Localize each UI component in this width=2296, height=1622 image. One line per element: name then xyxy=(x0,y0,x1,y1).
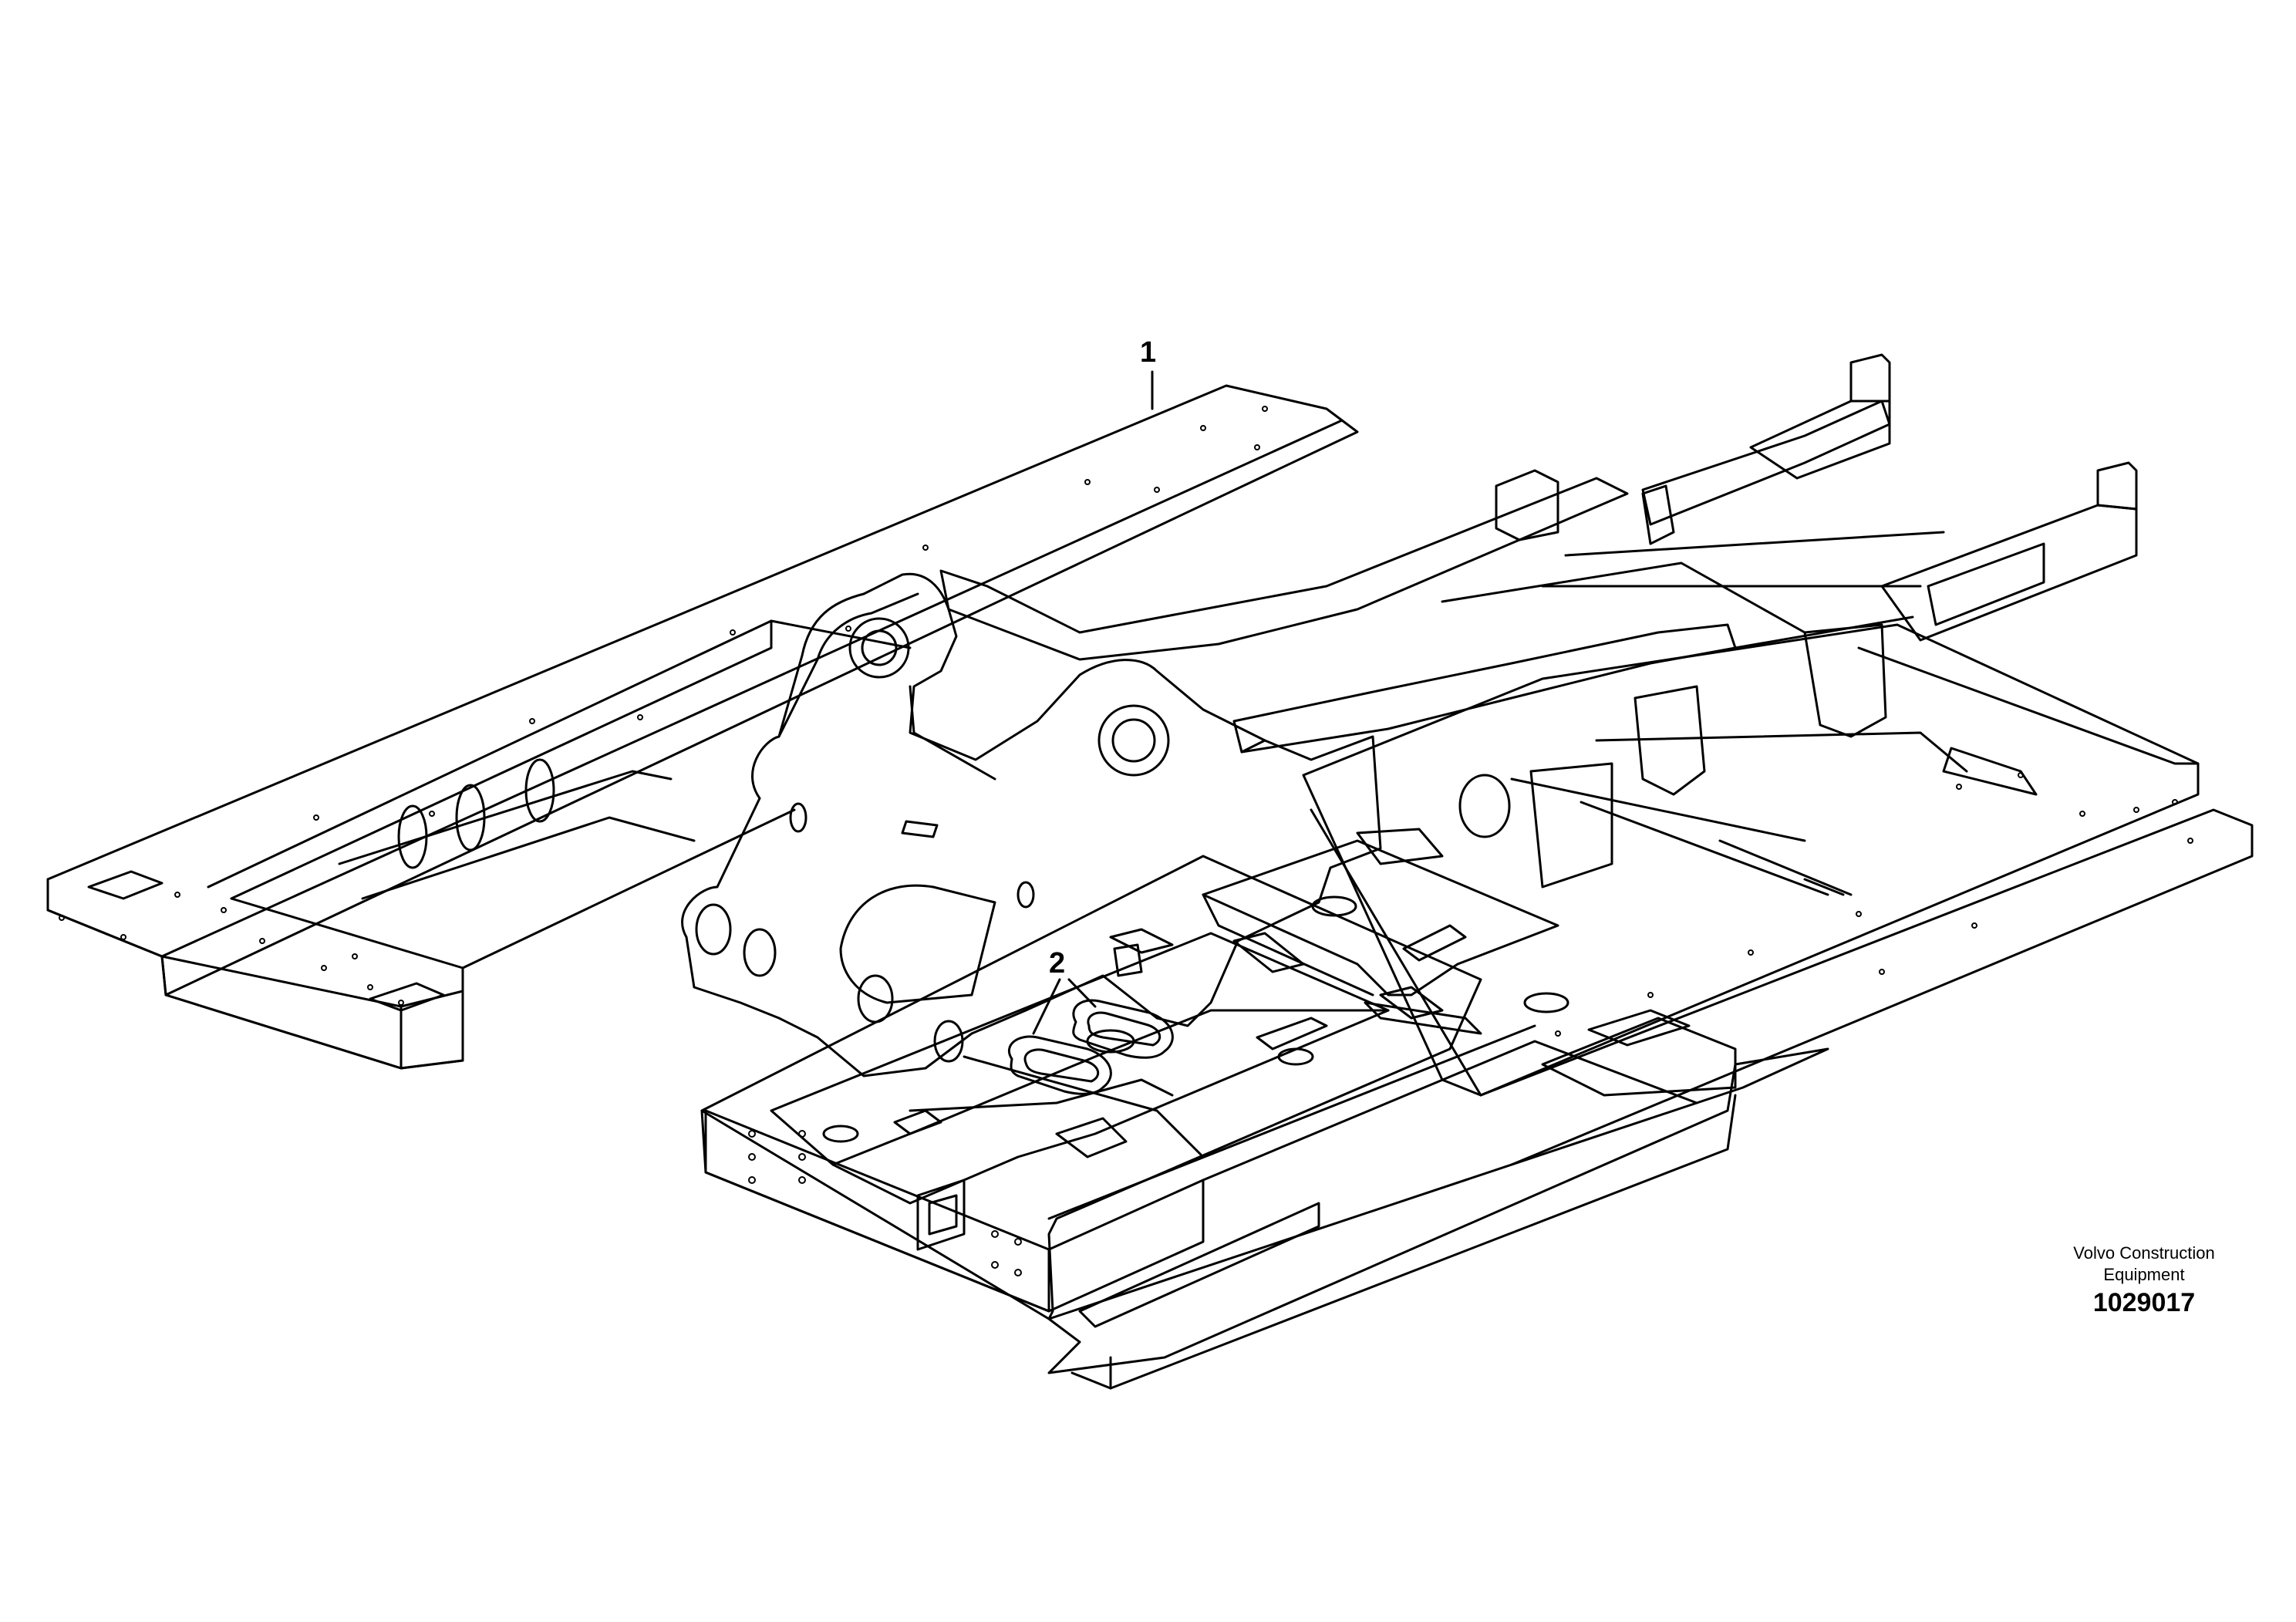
boom-mount-bracket xyxy=(681,572,1382,1077)
callout-part-1: 1 xyxy=(1140,336,1157,369)
front-lower-frame xyxy=(700,855,1829,1390)
right-central-plates xyxy=(1109,828,1569,1035)
callout-part-2: 2 xyxy=(1049,947,1066,980)
left-side-deck xyxy=(46,384,1359,1070)
left-deck-bolt-holes xyxy=(59,406,1268,1006)
front-deck-interior xyxy=(770,932,1390,1205)
leader-lines xyxy=(1032,370,1154,1035)
grommet-seals xyxy=(1007,999,1174,1095)
right-main-chassis xyxy=(1302,623,2254,1166)
upper-crossmembers xyxy=(939,353,2138,796)
brand-line-1: Volvo Construction xyxy=(2073,1243,2215,1263)
reference-number: 1029017 xyxy=(2092,1288,2196,1317)
brand-line-2: Equipment xyxy=(2103,1265,2185,1284)
right-chassis-bolt-holes xyxy=(1555,772,2193,1037)
front-right-deck xyxy=(1541,1009,1737,1097)
